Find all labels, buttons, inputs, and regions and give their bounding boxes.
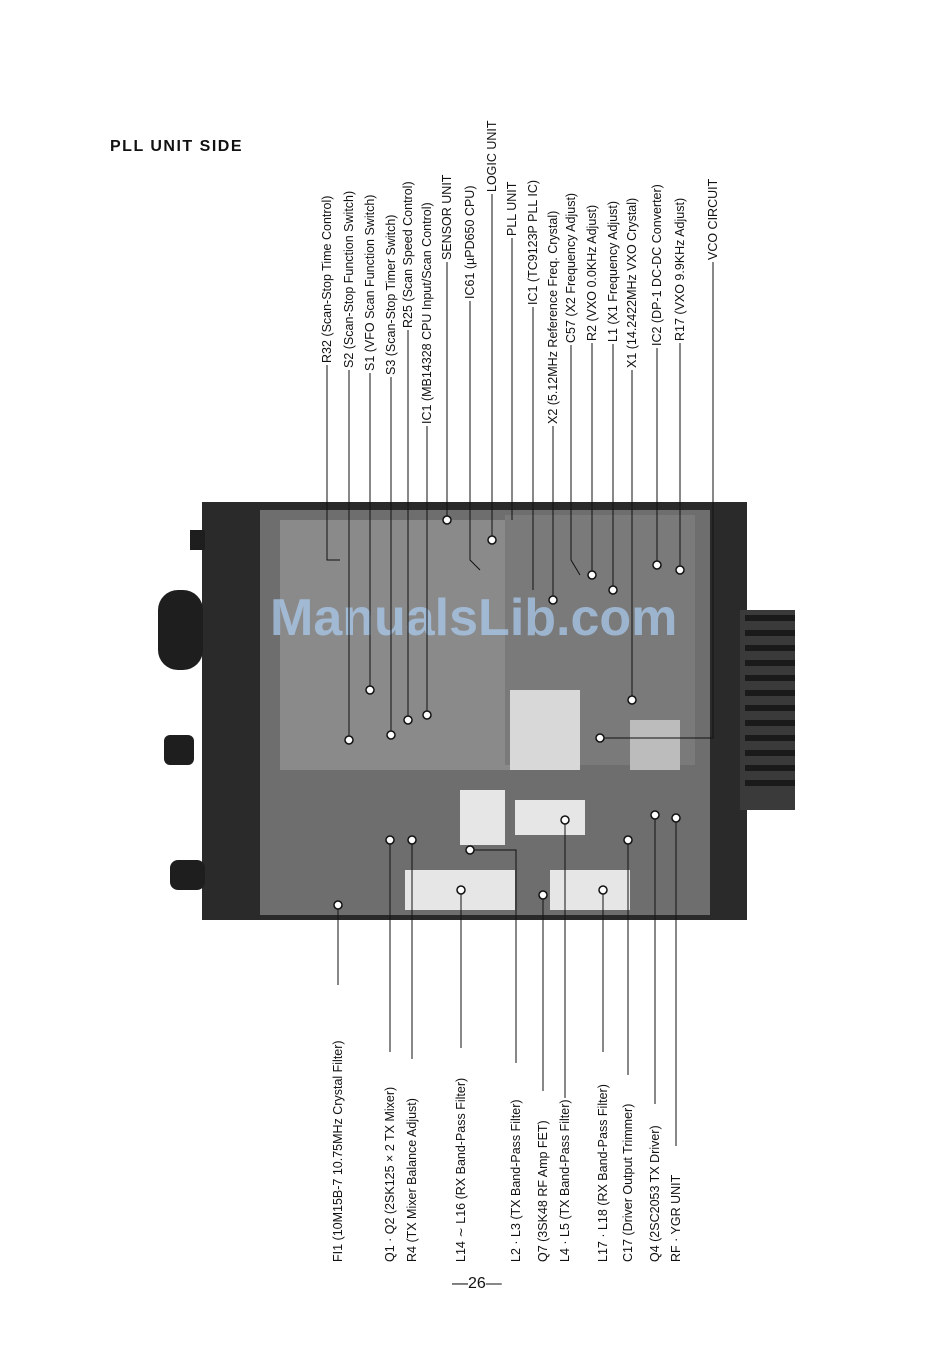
label-pll-unit: PLL UNIT [505,181,519,236]
label-sensor-unit: SENSOR UNIT [440,174,454,260]
label-r32: R32 (Scan-Stop Time Control) [320,195,334,363]
label-ic1-pll: IC1 (TC9123P PLL IC) [526,179,540,305]
label-r25: R25 (Scan Speed Control) [401,181,415,328]
label-l4-l5: L4 · L5 (TX Band-Pass Filter) [558,1099,572,1262]
label-s1: S1 (VFO Scan Function Switch) [363,194,377,371]
label-r2: R2 (VXO 0.0KHz Adjust) [585,204,599,341]
label-s3: S3 (Scan-Stop Timer Switch) [384,214,398,375]
page-title: PLL UNIT SIDE [110,138,243,155]
watermark: ManualsLib.com [270,589,678,647]
label-ic1-cpu-input: IC1 (MB14328 CPU Input/Scan Control) [420,202,434,424]
label-ic61: IC61 (µPD650 CPU) [463,185,477,300]
label-x1: X1 (14.2422MHz VXO Crystal) [625,197,639,368]
label-r17: R17 (VXO 9.9KHz Adjust) [673,197,687,341]
label-logic-unit: LOGIC UNIT [485,120,499,192]
page-number: —26— [452,1275,502,1292]
label-vco-circuit: VCO CIRCUIT [706,178,720,260]
label-r4: R4 (TX Mixer Balance Adjust) [405,1098,419,1262]
label-q4: Q4 (2SC2053 TX Driver) [648,1125,662,1262]
label-q1-q2: Q1 · Q2 (2SK125 × 2 TX Mixer) [383,1086,397,1262]
label-l2-l3: L2 · L3 (TX Band-Pass Filter) [509,1099,523,1262]
label-q7: Q7 (3SK48 RF Amp FET) [536,1120,550,1262]
label-fi1: FI1 (10M15B-7 10.75MHz Crystal Filter) [331,1040,345,1262]
label-s2: S2 (Scan-Stop Function Switch) [342,190,356,368]
label-c57: C57 (X2 Frequency Adjust) [564,192,578,343]
pll-unit-photo [158,502,795,920]
label-l17-l18: L17 · L18 (RX Band-Pass Filter) [596,1084,610,1262]
label-c17: C17 (Driver Output Trimmer) [621,1103,635,1262]
label-ic2: IC2 (DP-1 DC-DC Converter) [650,184,664,346]
label-l1: L1 (X1 Frequency Adjust) [606,200,620,342]
label-rf-ygr-unit: RF · YGR UNIT [669,1174,683,1262]
label-l14-l16: L14 ∼ L16 (RX Band-Pass Filter) [454,1077,468,1262]
label-x2: X2 (5.12MHz Reference Freq. Crystal) [546,210,560,424]
